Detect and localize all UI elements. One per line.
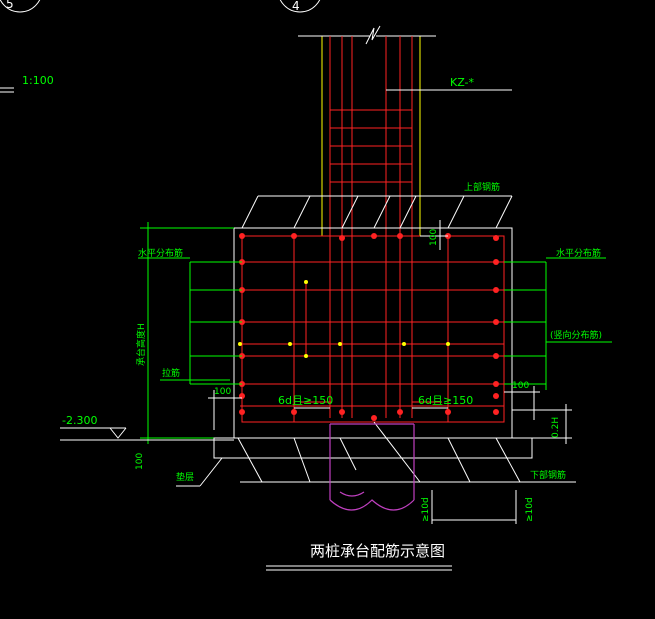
svg-text:-2.300: -2.300 bbox=[62, 414, 97, 427]
right-dist-leaders bbox=[504, 257, 612, 390]
svg-text:6d且≥150: 6d且≥150 bbox=[278, 394, 333, 407]
cushion-label: 垫层 bbox=[176, 471, 194, 483]
svg-text:≥10d: ≥10d bbox=[525, 497, 535, 522]
left-100-dimension: 100 bbox=[208, 387, 242, 430]
svg-text:0.2H: 0.2H bbox=[551, 417, 561, 438]
axis-bubble-4: 4 bbox=[279, 0, 321, 13]
stirrup-label: 拉筋 bbox=[162, 367, 180, 379]
h-dist-right-label: 水平分布筋 bbox=[556, 247, 601, 259]
cap-height-dimension: 承台高度H bbox=[135, 222, 234, 444]
svg-text:4: 4 bbox=[292, 0, 300, 13]
cushion-layer bbox=[176, 421, 576, 487]
column bbox=[298, 25, 436, 236]
rebar-dots bbox=[239, 233, 499, 421]
svg-text:≥10d: ≥10d bbox=[421, 497, 431, 522]
d-left-dimension: ≥10d bbox=[421, 490, 516, 524]
svg-text:承台高度H: 承台高度H bbox=[135, 323, 147, 366]
bottom-rebar-label: 下部钢筋 bbox=[530, 469, 566, 481]
top-rebar-leaders bbox=[241, 195, 513, 229]
svg-text:100: 100 bbox=[429, 229, 439, 246]
scale-label: 1:100 bbox=[22, 74, 54, 87]
svg-text:100: 100 bbox=[512, 381, 529, 391]
left-dist-leaders bbox=[138, 257, 242, 385]
svg-text:100: 100 bbox=[214, 387, 231, 397]
bottom-100-label: 100 bbox=[135, 453, 145, 470]
top-100-dimension: 100 bbox=[420, 220, 448, 250]
anchor-right-dimension: 6d且≥150 bbox=[412, 394, 473, 409]
drawing-title: 两桩承台配筋示意图 bbox=[310, 542, 445, 560]
top-rebar-label: 上部钢筋 bbox=[464, 181, 500, 193]
elevation-marker: -2.300 bbox=[60, 414, 234, 441]
tie-markers bbox=[238, 280, 450, 358]
axis-bubble-5: 5 bbox=[0, 0, 41, 13]
cap-reinforcement bbox=[240, 235, 505, 423]
right-100-dimension: 100 bbox=[504, 381, 540, 420]
d-right-dimension: ≥10d bbox=[515, 490, 535, 524]
h-dist-left-label: 水平分布筋 bbox=[138, 247, 183, 259]
pile bbox=[329, 423, 415, 511]
column-label: KZ-* bbox=[450, 76, 475, 89]
vertical-dist-label: (竖向分布筋) bbox=[550, 329, 602, 341]
anchor-left-dimension: 6d且≥150 bbox=[278, 394, 333, 409]
svg-text:5: 5 bbox=[6, 0, 14, 11]
svg-text:6d且≥150: 6d且≥150 bbox=[418, 394, 473, 407]
